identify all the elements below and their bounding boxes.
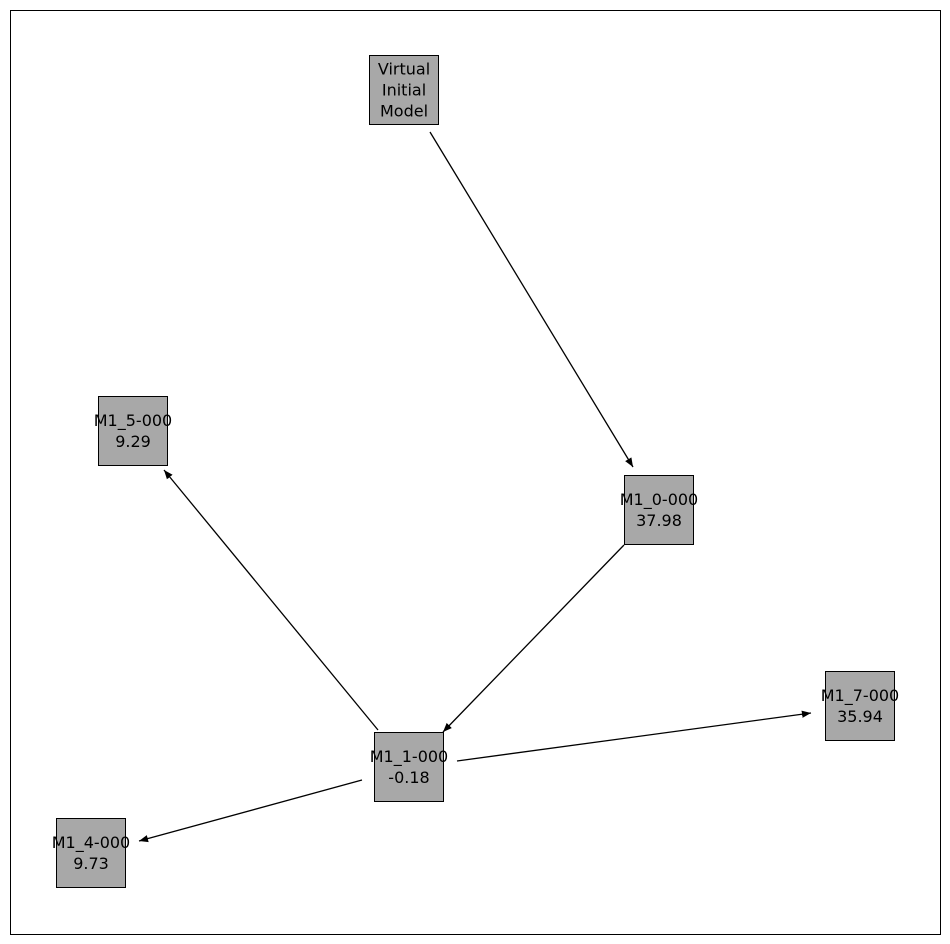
node-box [624,475,694,545]
node-label-line: M1_4-000 [52,833,130,853]
edge-m1_1-to-m1_5 [163,469,379,731]
node-box [825,671,895,741]
edge-m1_1-to-m1_4 [138,779,363,843]
node-label-line: 35.94 [837,707,883,726]
node-label-line: M1_7-000 [821,686,899,706]
node-box [98,396,168,466]
plot-frame [10,10,941,935]
node-box [369,55,439,125]
node-label-line: 9.73 [73,854,109,873]
edge-m1_0-to-m1_1 [442,544,625,733]
edges-layer [138,131,812,843]
node-label-line: M1_1-000 [370,747,448,767]
node-box [56,818,126,888]
node-label-line: Model [380,102,428,121]
edge-virtual-to-m1_0 [429,131,634,468]
node-label-line: 9.29 [115,432,151,451]
node-label-line: Initial [382,81,426,100]
node-label-line: 37.98 [636,511,682,530]
edge-m1_1-to-m1_7 [456,710,812,762]
node-m1_1: M1_1-000-0.18 [370,732,448,802]
node-label-line: M1_0-000 [620,490,698,510]
nodes-layer: VirtualInitialModelM1_0-00037.98M1_1-000… [52,55,899,888]
node-box [374,732,444,802]
node-label-line: Virtual [378,60,430,79]
node-label-line: M1_5-000 [94,411,172,431]
node-label-line: -0.18 [388,768,429,787]
